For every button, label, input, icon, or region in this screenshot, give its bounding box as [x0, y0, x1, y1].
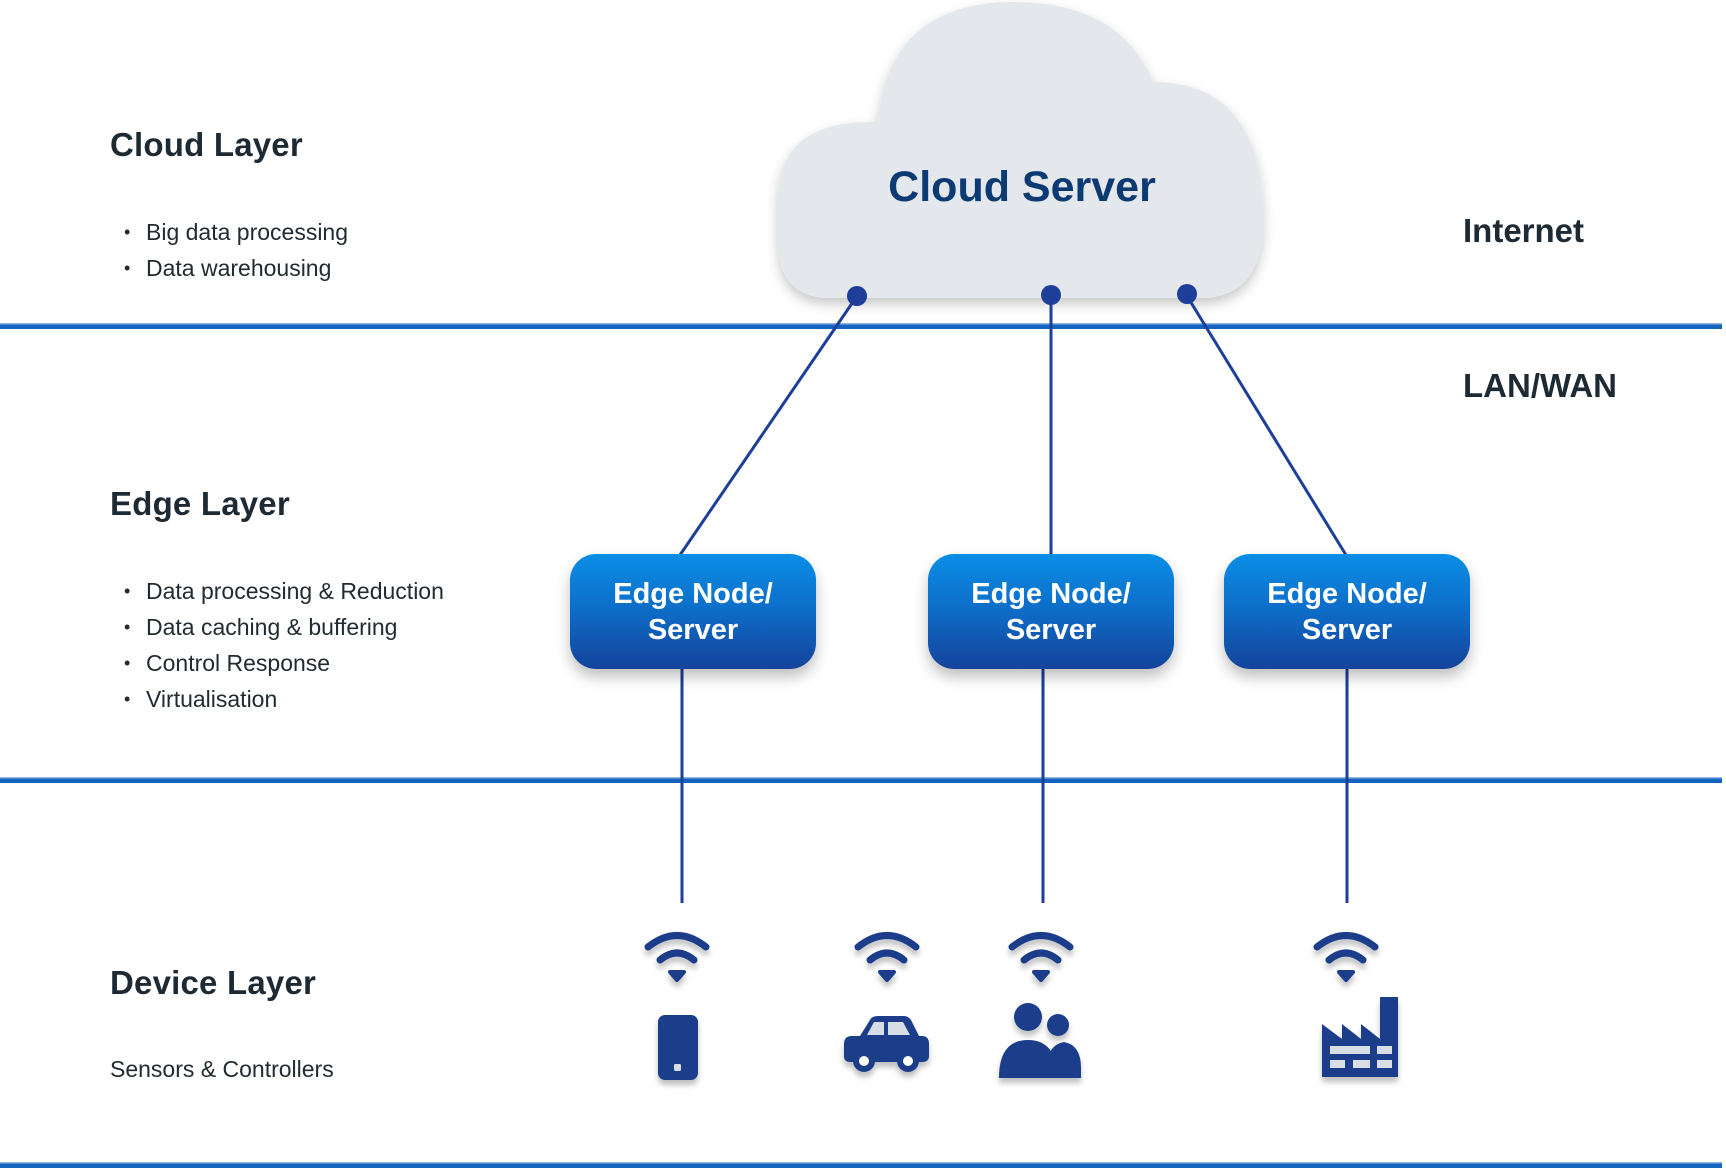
- cloud-layer-bullets: Big data processing Data warehousing: [124, 214, 348, 286]
- wifi-icon: [1313, 932, 1379, 982]
- factory-icon: [1322, 997, 1398, 1077]
- edge-node-1[interactable]: Edge Node/ Server: [570, 554, 816, 669]
- wifi-icon: [854, 932, 920, 982]
- cloud-shape: [778, 2, 1263, 298]
- divider-bottom: [0, 1163, 1722, 1168]
- edge-node-label-line2: Server: [1301, 613, 1393, 646]
- edge-node-3[interactable]: Edge Node/ Server: [1224, 554, 1470, 669]
- cloud-layer-title: Cloud Layer: [110, 126, 303, 163]
- device-layer-description: Sensors & Controllers: [110, 1056, 334, 1082]
- divider-bottom-highlight: [0, 1162, 1722, 1164]
- connector-cloud-edge-3: [1185, 295, 1348, 556]
- divider-lan: [0, 778, 1722, 783]
- connector-cloud-edge-1: [678, 295, 859, 556]
- edge-node-label-line2: Server: [647, 613, 739, 646]
- divider-internet: [0, 324, 1722, 329]
- edge-node-label-line2: Server: [1005, 613, 1097, 646]
- edge-layer-bullet: Data caching & buffering: [124, 609, 444, 645]
- cloud-server-label: Cloud Server: [888, 163, 1156, 211]
- cloud-port-2: [1041, 285, 1061, 305]
- edge-node-label-line1: Edge Node/: [1267, 577, 1427, 610]
- edge-layer-bullet: Control Response: [124, 645, 444, 681]
- cloud-port-3: [1177, 284, 1197, 304]
- cloud-port-1: [847, 286, 867, 306]
- people-icon: [999, 1003, 1081, 1078]
- device-layer-title: Device Layer: [110, 964, 317, 1001]
- edge-node-label-line1: Edge Node/: [613, 577, 773, 610]
- car-icon: [844, 1016, 929, 1072]
- smartphone-icon: [658, 1015, 698, 1080]
- lan-wan-label: LAN/WAN: [1463, 367, 1617, 404]
- divider-internet-highlight: [0, 323, 1722, 325]
- edge-node-label-line1: Edge Node/: [971, 577, 1131, 610]
- divider-lan-highlight: [0, 777, 1722, 779]
- cloud-layer-bullet: Big data processing: [124, 214, 348, 250]
- edge-node-2[interactable]: Edge Node/ Server: [928, 554, 1174, 669]
- cloud-layer-bullet: Data warehousing: [124, 250, 348, 286]
- edge-layer-title: Edge Layer: [110, 485, 290, 522]
- edge-layer-bullet: Virtualisation: [124, 681, 444, 717]
- internet-label: Internet: [1463, 212, 1585, 249]
- edge-layer-bullet: Data processing & Reduction: [124, 573, 444, 609]
- edge-layer-bullets: Data processing & Reduction Data caching…: [124, 573, 444, 717]
- wifi-icon: [644, 932, 710, 982]
- wifi-icon: [1008, 932, 1074, 982]
